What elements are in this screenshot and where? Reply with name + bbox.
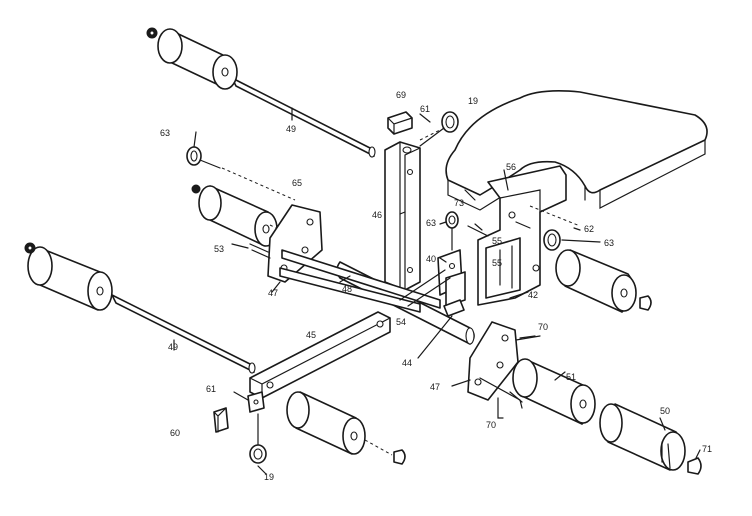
seat-pad: [445, 90, 708, 211]
label-71: 71: [702, 444, 712, 454]
front-bar-45: [249, 311, 391, 399]
label-55-a: 55: [492, 236, 502, 246]
roller-top-left: [146, 27, 238, 90]
pop-pin-bottom-19: [249, 413, 267, 464]
label-63-mid: 63: [426, 218, 436, 228]
part-60-plate: [213, 407, 229, 433]
label-54: 54: [396, 317, 406, 327]
label-55-b: 55: [492, 258, 502, 268]
label-63-left: 63: [160, 128, 170, 138]
end-cap-71: [687, 457, 702, 475]
roller-front-right-51: [512, 358, 596, 425]
left-plate-65: [249, 204, 323, 283]
label-19-top: 19: [468, 96, 478, 106]
rod-lower-49: [111, 294, 256, 374]
roller-left-lower: [24, 242, 113, 311]
knob-63-right: [543, 229, 561, 251]
frame-link-47: [279, 249, 441, 313]
roller-right-upper: [555, 249, 652, 313]
label-70-top: 70: [538, 322, 548, 332]
label-65: 65: [292, 178, 302, 188]
label-60: 60: [170, 428, 180, 438]
label-63-right: 63: [604, 238, 614, 248]
label-47-left: 47: [268, 288, 278, 298]
leader-lines: [173, 107, 701, 475]
end-cap-69: [387, 111, 413, 135]
label-50: 50: [660, 406, 670, 416]
callout-labels: 69 61 19 49 63 65 56 73 46 63 62 55 63 5…: [160, 90, 712, 482]
label-61-top: 61: [420, 104, 430, 114]
knob-63-left: [186, 146, 296, 201]
label-19-bottom: 19: [264, 472, 274, 482]
pin-62-guide: [529, 205, 581, 227]
label-53: 53: [214, 244, 224, 254]
label-42: 42: [528, 290, 538, 300]
label-48: 48: [342, 284, 352, 294]
part-61-block: [247, 391, 265, 413]
bolts-70: [497, 335, 536, 419]
label-70-bottom: 70: [486, 420, 496, 430]
label-40: 40: [426, 254, 436, 264]
knob-63-mid: [445, 211, 489, 251]
label-51: 51: [566, 372, 576, 382]
label-49-lower: 49: [168, 342, 178, 352]
tube-50: [599, 403, 686, 471]
pop-pin-top-19: [419, 111, 459, 147]
label-44: 44: [402, 358, 412, 368]
label-47-right: 47: [430, 382, 440, 392]
seat-bracket: [477, 165, 567, 306]
label-56: 56: [506, 162, 516, 172]
roller-front-left: [286, 391, 406, 465]
label-69: 69: [396, 90, 406, 100]
vertical-post-46: [384, 141, 421, 291]
label-73: 73: [454, 198, 464, 208]
rod-top-49: [231, 77, 376, 158]
label-49-top: 49: [286, 124, 296, 134]
label-45: 45: [306, 330, 316, 340]
label-62: 62: [584, 224, 594, 234]
bracket-54: [399, 249, 466, 317]
label-46: 46: [372, 210, 382, 220]
label-61-bottom: 61: [206, 384, 216, 394]
